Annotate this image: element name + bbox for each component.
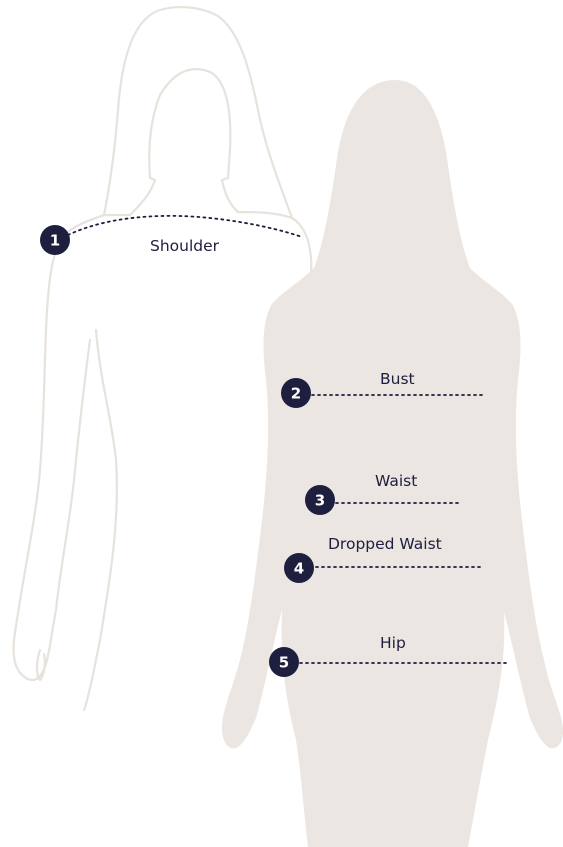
bust-label: Bust	[380, 370, 415, 388]
measurement-badge-5: 5	[269, 647, 299, 677]
waist-label: Waist	[375, 472, 417, 490]
badge-number-4: 4	[294, 560, 304, 578]
front-view-silhouette	[222, 80, 563, 847]
back-figure-hair-outline	[104, 7, 292, 218]
measurement-badge-1: 1	[40, 225, 70, 255]
shoulder-label: Shoulder	[150, 237, 220, 255]
badge-number-2: 2	[291, 385, 301, 403]
measurement-badge-2: 2	[281, 378, 311, 408]
hip-label: Hip	[380, 634, 406, 652]
dropped-waist-label: Dropped Waist	[328, 535, 442, 553]
shoulder-guide-line	[68, 216, 302, 237]
front-figure-silhouette	[222, 80, 563, 847]
badge-number-3: 3	[315, 492, 325, 510]
badge-number-5: 5	[279, 654, 289, 672]
measurement-badge-3: 3	[305, 485, 335, 515]
badge-number-1: 1	[50, 232, 60, 250]
measurement-badge-4: 4	[284, 553, 314, 583]
